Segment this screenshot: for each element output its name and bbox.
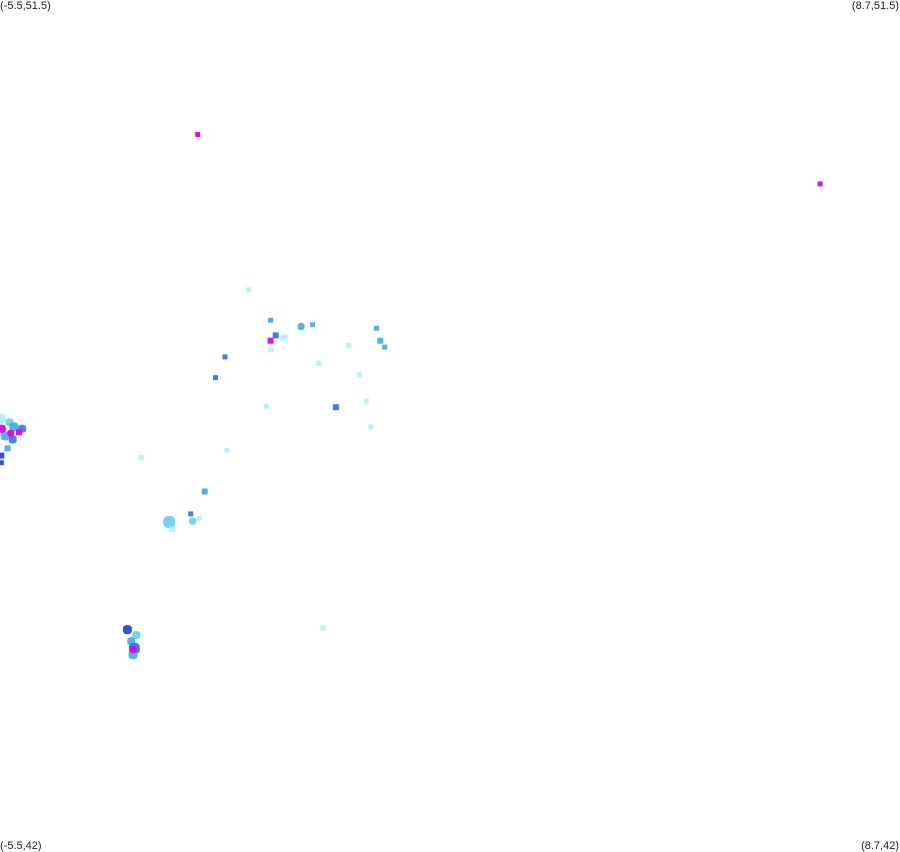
- map-point: [332, 404, 339, 411]
- map-point: [128, 650, 138, 660]
- map-point: [7, 429, 15, 437]
- map-point: [8, 435, 17, 444]
- map-point: [169, 526, 176, 533]
- map-point: [263, 403, 269, 409]
- map-point: [195, 132, 201, 137]
- map-point: [189, 517, 197, 525]
- map-point: [0, 460, 4, 466]
- map-point: [268, 317, 274, 323]
- map-point: [382, 344, 388, 350]
- map-point: [213, 375, 218, 381]
- corner-label-bottom-left: (-5.5,42): [0, 840, 42, 852]
- corner-label-top-left: (-5.5,51.5): [0, 0, 51, 12]
- map-point: [267, 337, 274, 344]
- map-point: [272, 332, 279, 339]
- map-point: [132, 631, 141, 639]
- map-point: [0, 413, 6, 424]
- map-point: [356, 372, 362, 378]
- map-point: [0, 424, 6, 433]
- corner-label-bottom-right: (8.7,42): [861, 840, 899, 852]
- map-point: [374, 325, 379, 331]
- map-point: [817, 181, 823, 187]
- map-point: [246, 287, 251, 293]
- map-point: [129, 645, 137, 653]
- map-point: [188, 511, 194, 517]
- map-point: [346, 342, 352, 348]
- map-point: [4, 445, 11, 452]
- map-point: [368, 424, 374, 430]
- map-point: [16, 429, 22, 436]
- map-point: [310, 322, 315, 328]
- map-point: [268, 347, 274, 353]
- map-point: [316, 360, 322, 366]
- map-point: [224, 447, 230, 453]
- map-point: [297, 323, 305, 330]
- map-point: [201, 488, 208, 495]
- map-point: [9, 422, 19, 432]
- map-point: [282, 334, 288, 340]
- map-point: [196, 515, 202, 521]
- map-point: [0, 452, 5, 459]
- corner-label-top-right: (8.7,51.5): [851, 0, 899, 12]
- map-point: [222, 354, 228, 360]
- map-point: [320, 625, 326, 631]
- map-point: [138, 454, 144, 460]
- map-point: [377, 337, 384, 344]
- map-point: [122, 625, 132, 635]
- map-point: [163, 516, 176, 528]
- map-point: [363, 398, 369, 404]
